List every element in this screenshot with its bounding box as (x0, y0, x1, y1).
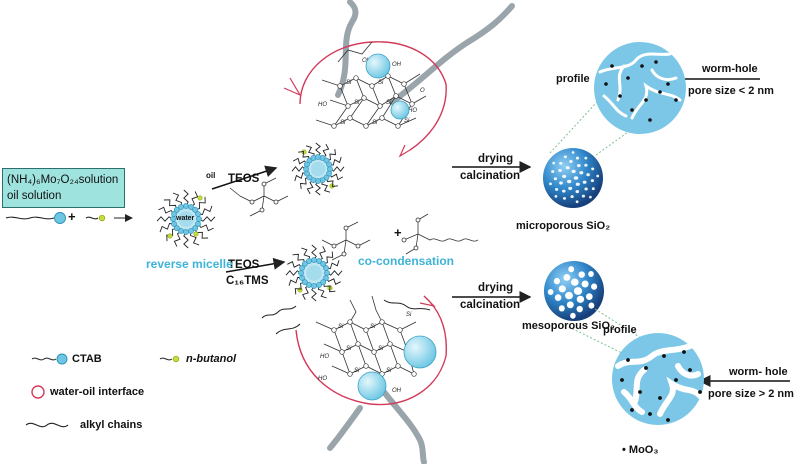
svg-text:Si: Si (372, 120, 378, 126)
polymer-chains-top (335, 0, 515, 105)
reverse-micelle (156, 149, 335, 293)
svg-text:HO: HO (320, 354, 329, 360)
svg-text:Si: Si (386, 368, 392, 374)
micelle-top (291, 142, 345, 196)
svg-text:O: O (420, 88, 425, 94)
mesoporous-sphere (544, 261, 604, 321)
legend-interface: water-oil interface (50, 386, 145, 398)
svg-text:Si: Si (370, 324, 376, 330)
water-label: water (176, 215, 195, 222)
svg-text:Si: Si (354, 368, 360, 374)
precursor-solution-box: (NH₄)₆Mo₇O₂₄solution oil solution (2, 168, 125, 208)
svg-text:Si: Si (406, 312, 412, 318)
wormhole-top-label: worm-hole (702, 63, 758, 75)
teos-bottom-label: TEOS (228, 259, 260, 271)
profile-bottom-label: profile (603, 324, 637, 336)
profile-disc-meso (612, 333, 704, 425)
profile-top-label: profile (556, 73, 590, 85)
plus-sign-co: + (394, 225, 402, 240)
svg-text:HO: HO (318, 102, 327, 108)
svg-text:Si: Si (346, 80, 352, 86)
calcination-bottom-label: calcination (460, 299, 521, 311)
svg-text:Si: Si (338, 324, 344, 330)
legend-alkyl: alkyl chains (80, 419, 143, 431)
reverse-micelle-label: reverse micelle (146, 257, 233, 271)
c16tms-molecule (401, 213, 479, 255)
svg-text:Si: Si (340, 120, 346, 126)
precursor-line-2: oil solution (7, 190, 62, 202)
mesoporous-label: mesoporous SiO₂ (522, 320, 615, 332)
legend-ctab: CTAB (72, 353, 102, 365)
c16tms-label: C₁₆TMS (226, 275, 269, 287)
plus-sign: + (68, 209, 76, 224)
profile-disc-micro (594, 42, 686, 134)
svg-text:HO: HO (408, 108, 417, 114)
svg-text:Si: Si (404, 118, 410, 124)
process-arrows (211, 73, 790, 387)
poresize-bottom-label: pore size > 2 nm (708, 388, 794, 400)
svg-text:Si: Si (354, 100, 360, 106)
precursor-line-1: (NH₄)₆Mo₇O₂₄solution (7, 174, 119, 186)
microporous-sphere (543, 148, 603, 208)
feed-reactants (5, 212, 133, 224)
svg-text:Si: Si (346, 346, 352, 352)
teos-molecule-top (229, 177, 289, 217)
polymer-chains-bottom (327, 389, 427, 464)
microporous-label: microporous SiO₂ (516, 220, 611, 232)
svg-text:Si: Si (386, 100, 392, 106)
calcination-top-label: calcination (460, 170, 521, 182)
svg-text:OH: OH (392, 388, 402, 394)
oil-label: oil (206, 171, 216, 180)
svg-text:HO: HO (318, 376, 327, 382)
svg-text:OH: OH (392, 62, 402, 68)
drying-bottom-label: drying (478, 282, 514, 294)
micelle-bottom (285, 244, 343, 302)
svg-text:Si: Si (378, 80, 384, 86)
wormhole-bottom-label: worm- hole (729, 366, 788, 378)
teos-top-label: TEOS (228, 173, 260, 185)
alkyl-tails-bottom (261, 299, 431, 335)
drying-top-label: drying (478, 153, 514, 165)
legend-nbutanol: n-butanol (186, 353, 237, 365)
legend-glyphs (25, 353, 180, 428)
co-condensation-label: co-condensation (358, 254, 455, 268)
teos-molecule-bottom (321, 221, 371, 261)
poresize-top-label: pore size < 2 nm (688, 85, 774, 97)
moo3-label: • MoO₃ (622, 444, 659, 456)
svg-text:Si: Si (378, 346, 384, 352)
